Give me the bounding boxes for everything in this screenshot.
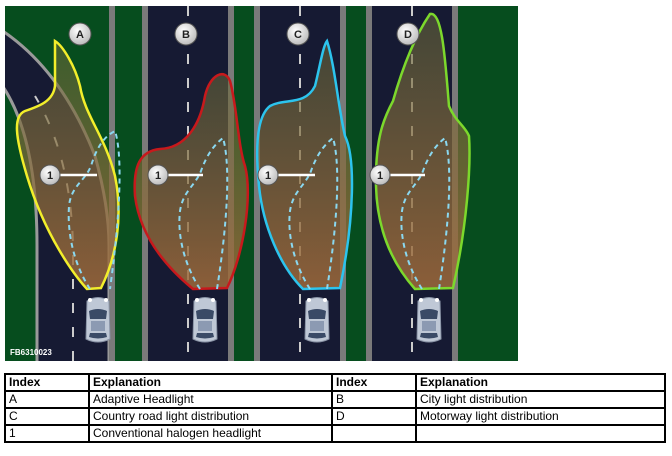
legend-explanation: Country road light distribution (88, 407, 333, 426)
legend-index: B (331, 390, 417, 409)
svg-text:C: C (294, 29, 302, 41)
svg-text:A: A (76, 29, 84, 41)
table-row: A Adaptive Headlight B City light distri… (4, 390, 666, 409)
legend-index: 1 (4, 424, 90, 443)
halogen-beam-outline (67, 129, 121, 290)
label-1-badge-c: 1 (257, 164, 279, 186)
motorway-beam-outline (374, 12, 471, 291)
legend-explanation: Motorway light distribution (415, 407, 666, 426)
table-row: C Country road light distribution D Moto… (4, 407, 666, 426)
legend-explanation: Conventional halogen headlight (88, 424, 333, 443)
label-1-badge-b: 1 (147, 164, 169, 186)
legend-index: C (4, 407, 90, 426)
label-1-badge-d: 1 (369, 164, 391, 186)
svg-text:B: B (182, 29, 190, 41)
header-index: Index (4, 373, 90, 392)
adaptive-beam-outline (15, 38, 120, 291)
panel-b (133, 6, 250, 361)
country-road-beam-outline (255, 38, 354, 291)
svg-text:1: 1 (155, 170, 161, 182)
legend-index (331, 424, 417, 443)
svg-text:1: 1 (377, 170, 383, 182)
legend-header-row: Index Explanation Index Explanation (4, 373, 666, 392)
panel-a (5, 6, 121, 361)
panel-d (366, 6, 471, 361)
svg-text:1: 1 (265, 170, 271, 182)
svg-text:D: D (404, 29, 412, 41)
panel-c (254, 6, 354, 361)
header-explanation: Explanation (415, 373, 666, 392)
figure-code: FB6310023 (10, 348, 52, 357)
legend-table: Index Explanation Index Explanation A Ad… (4, 373, 666, 443)
city-beam-outline (133, 72, 250, 291)
headlight-distribution-diagram: A B C D 1 1 1 1 FB6310023 (5, 6, 518, 361)
label-1-badge-a: 1 (39, 164, 61, 186)
label-a-badge: A (68, 22, 92, 46)
header-explanation: Explanation (88, 373, 333, 392)
legend-explanation (415, 424, 666, 443)
label-b-badge: B (174, 22, 198, 46)
legend-explanation: Adaptive Headlight (88, 390, 333, 409)
header-index: Index (331, 373, 417, 392)
label-c-badge: C (286, 22, 310, 46)
legend-index: A (4, 390, 90, 409)
label-d-badge: D (396, 22, 420, 46)
legend-index: D (331, 407, 417, 426)
table-row: 1 Conventional halogen headlight (4, 424, 666, 443)
legend-explanation: City light distribution (415, 390, 666, 409)
svg-text:1: 1 (47, 170, 53, 182)
